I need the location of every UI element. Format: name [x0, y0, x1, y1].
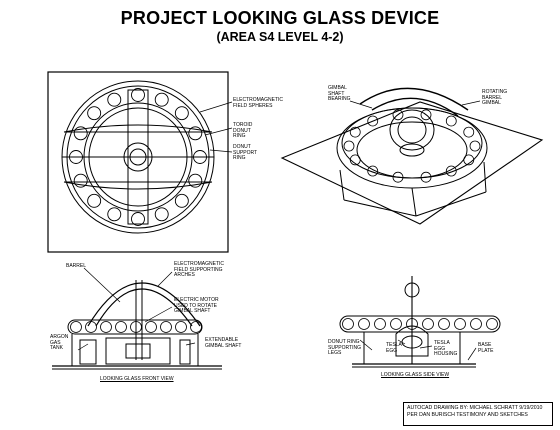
field-sphere	[73, 126, 88, 141]
field-sphere	[367, 115, 379, 127]
label-toroid-ring: TOROID DONUT RING	[233, 122, 253, 140]
credit-line-2: PER DAN BURISCH TESTIMONY AND SKETCHES	[407, 412, 528, 418]
credit-line-1: AUTOCAD DRAWING BY: MICHAEL SCHRATT 9/19…	[407, 405, 543, 411]
side-view-drawing	[339, 276, 501, 368]
top-view-drawing	[47, 71, 233, 253]
field-sphere	[100, 321, 112, 333]
field-sphere	[454, 318, 466, 330]
field-sphere	[145, 321, 157, 333]
field-sphere	[154, 207, 169, 222]
field-sphere	[438, 318, 450, 330]
field-sphere	[445, 165, 457, 177]
iso-spheres	[343, 109, 481, 183]
field-sphere	[463, 154, 475, 166]
field-sphere	[420, 109, 432, 121]
field-sphere	[107, 92, 122, 107]
field-sphere	[420, 171, 432, 183]
field-sphere	[131, 88, 145, 102]
label-argon-tank: ARGON GAS TANK	[50, 334, 69, 352]
front-view-drawing	[52, 267, 222, 370]
field-sphere	[390, 318, 402, 330]
label-tesla-egg: TESLA EGG	[386, 342, 402, 354]
field-sphere	[115, 321, 127, 333]
label-supporting-arches: ELECTROMAGNETIC FIELD SUPPORTING ARCHES	[174, 261, 225, 279]
field-sphere	[392, 171, 404, 183]
field-sphere	[188, 173, 203, 188]
front-spheres	[70, 321, 202, 333]
field-sphere	[70, 321, 82, 333]
field-sphere	[470, 318, 482, 330]
label-field-spheres: ELECTROMAGNETIC FIELD SPHERES	[233, 97, 284, 109]
label-donut-support-ring: DONUT SUPPORT RING	[233, 144, 258, 162]
field-sphere	[174, 193, 189, 208]
field-sphere	[87, 106, 102, 121]
field-sphere	[445, 115, 457, 127]
field-sphere	[358, 318, 370, 330]
field-sphere	[463, 126, 475, 138]
field-sphere	[160, 321, 172, 333]
caption-front-view: LOOKING GLASS FRONT VIEW	[100, 376, 174, 382]
field-sphere	[486, 318, 498, 330]
label-tesla-egg-housing: TESLA EGG HOUSING	[434, 340, 458, 358]
credit-box: AUTOCAD DRAWING BY: MICHAEL SCHRATT 9/19…	[403, 402, 553, 426]
field-sphere	[367, 165, 379, 177]
field-sphere	[469, 140, 481, 152]
field-sphere	[131, 212, 145, 226]
label-donut-ring-legs: DONUT RING SUPPORTING LEGS	[328, 339, 361, 357]
label-extendable-shaft: EXTENDABLE GIMBAL SHAFT	[205, 337, 242, 349]
field-sphere	[73, 173, 88, 188]
label-gimbal-shaft-bearing: GIMBAL SHAFT BEARING	[328, 85, 351, 103]
iso-view-drawing	[280, 87, 544, 225]
field-sphere	[87, 193, 102, 208]
field-sphere	[374, 318, 386, 330]
field-sphere	[342, 318, 354, 330]
field-sphere	[343, 140, 355, 152]
field-spheres	[69, 88, 207, 226]
field-sphere	[107, 207, 122, 222]
field-sphere	[422, 318, 434, 330]
label-electric-motor: ELECTRIC MOTOR USED TO ROTATE GIMBAL SHA…	[174, 297, 219, 315]
field-sphere	[349, 126, 361, 138]
label-rotating-barrel-gimbal: ROTATING BARREL GIMBAL	[482, 89, 508, 107]
field-sphere	[188, 126, 203, 141]
field-sphere	[174, 106, 189, 121]
field-sphere	[85, 321, 97, 333]
field-sphere	[154, 92, 169, 107]
page-subtitle: (AREA S4 LEVEL 4-2)	[216, 30, 344, 44]
caption-side-view: LOOKING GLASS SIDE VIEW	[381, 372, 450, 378]
page-title: PROJECT LOOKING GLASS DEVICE	[120, 8, 440, 28]
label-barrel: BARREL	[66, 263, 87, 269]
label-base-plate: BASE PLATE	[478, 342, 494, 354]
field-sphere	[175, 321, 187, 333]
field-sphere	[190, 321, 202, 333]
field-sphere	[392, 109, 404, 121]
field-sphere	[349, 154, 361, 166]
